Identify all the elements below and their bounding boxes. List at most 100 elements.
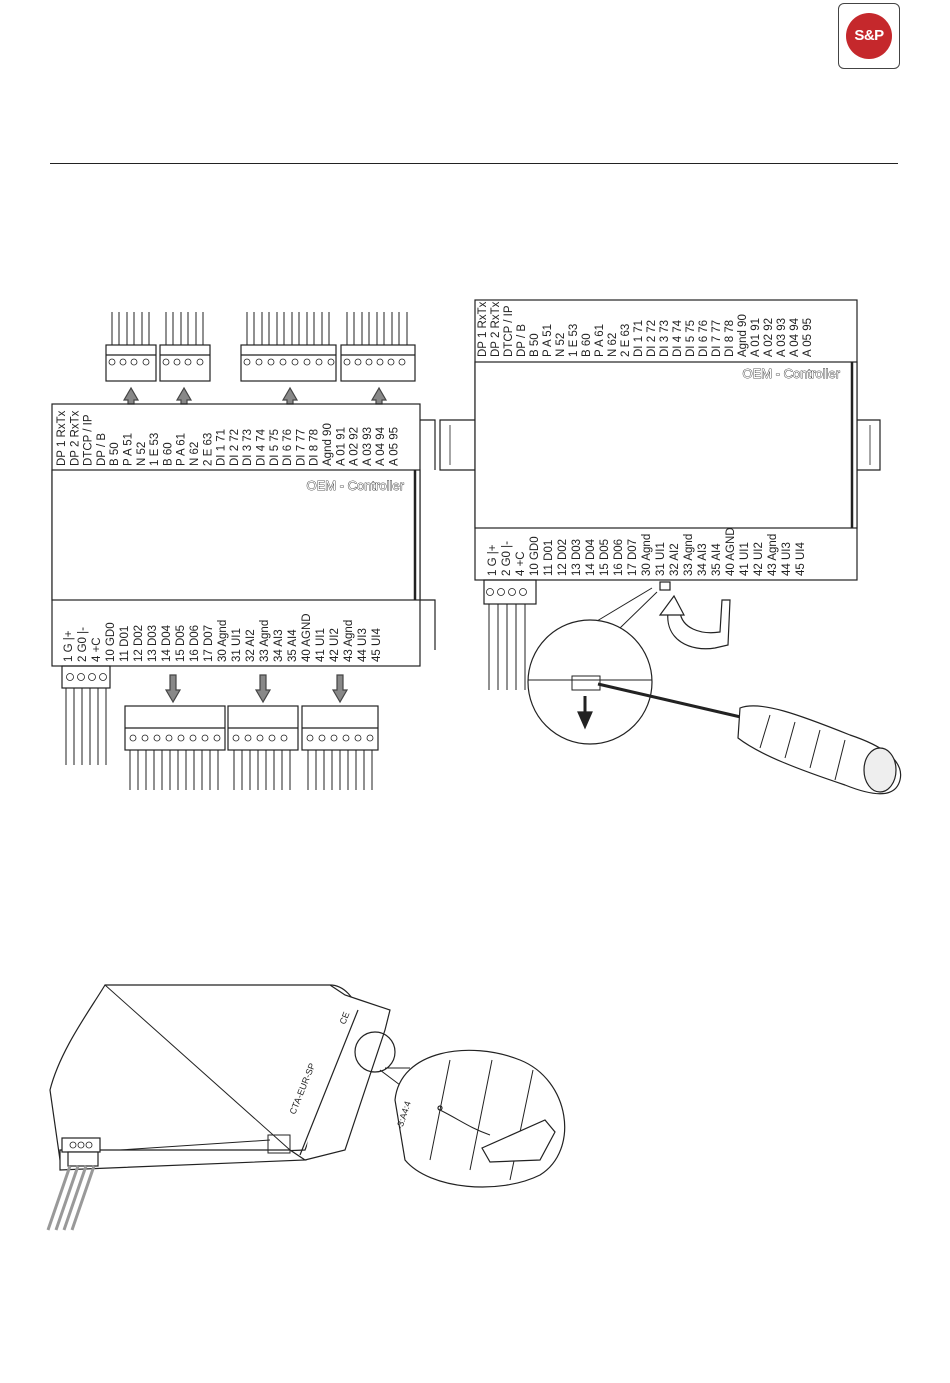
terminal-label: DI 3 73 bbox=[659, 320, 671, 357]
left-top-arrows bbox=[122, 386, 388, 405]
terminal-label: DTCP / IP bbox=[503, 305, 515, 357]
left-top-wires bbox=[111, 312, 408, 345]
terminal-label: 30 Agnd bbox=[641, 534, 653, 576]
terminal-label: 33 Agnd bbox=[683, 534, 695, 576]
left-bottom-connectors bbox=[124, 705, 379, 751]
terminal-label: 41 UI1 bbox=[315, 628, 327, 662]
terminal-label: DP 2 RxTx bbox=[490, 301, 502, 357]
terminal-label: 15 D05 bbox=[175, 625, 187, 662]
terminal-label: DI 4 74 bbox=[672, 319, 684, 357]
terminal-label: Agnd 90 bbox=[322, 423, 334, 466]
terminal-label: 11 D01 bbox=[543, 540, 555, 576]
terminal-label: 32 AI2 bbox=[669, 543, 681, 576]
terminal-label: 32 AI2 bbox=[245, 629, 257, 662]
terminal-label: B 60 bbox=[581, 333, 593, 357]
sp-logo-badge: S&P bbox=[846, 13, 892, 59]
terminal-label: DI 1 71 bbox=[633, 320, 645, 357]
terminal-label: 11 D01 bbox=[119, 626, 131, 662]
terminal-label: A 03 93 bbox=[362, 427, 374, 466]
left-oem-label: OEM - Controller bbox=[306, 478, 404, 493]
terminal-label: P A 61 bbox=[594, 324, 606, 357]
terminal-label: 43 Agnd bbox=[343, 620, 355, 662]
terminal-label: 14 D04 bbox=[161, 624, 173, 662]
terminal-label: 4 +C bbox=[91, 637, 103, 662]
terminal-label: 10 GD0 bbox=[529, 536, 541, 576]
terminal-label: 1 G |+ bbox=[63, 630, 75, 662]
terminal-label: 42 UI2 bbox=[753, 542, 765, 576]
terminal-label: DI 8 78 bbox=[309, 429, 321, 466]
terminal-label: N 52 bbox=[136, 442, 148, 466]
terminal-label: B 50 bbox=[109, 442, 121, 466]
terminal-label: 4 +C bbox=[515, 551, 527, 576]
terminal-label: P A 51 bbox=[542, 324, 554, 357]
terminal-label: A 01 91 bbox=[750, 318, 762, 357]
right-controller bbox=[439, 299, 902, 795]
ce-mark: CE bbox=[338, 1010, 352, 1025]
left-bottom-wires bbox=[129, 750, 373, 790]
terminal-label: DI 4 74 bbox=[256, 428, 268, 466]
terminal-label: 17 D07 bbox=[203, 625, 215, 662]
terminal-label: DI 2 72 bbox=[229, 429, 241, 466]
terminal-label: DI 3 73 bbox=[242, 429, 254, 466]
terminal-label: 10 GD0 bbox=[105, 622, 117, 662]
left-controller-front bbox=[51, 469, 421, 601]
right-oem-label: OEM - Controller bbox=[742, 366, 840, 381]
sp-logo: S&P bbox=[838, 3, 900, 69]
left-controller bbox=[51, 312, 436, 790]
terminal-label: 45 UI4 bbox=[795, 542, 807, 576]
terminal-label: A 05 95 bbox=[389, 427, 401, 466]
terminal-label: 16 D06 bbox=[189, 625, 201, 662]
terminal-label: DI 5 75 bbox=[685, 320, 697, 357]
terminal-label: A 01 91 bbox=[335, 427, 347, 466]
terminal-label: 14 D04 bbox=[585, 538, 597, 576]
terminal-label: DI 6 76 bbox=[698, 320, 710, 357]
terminal-label: 16 D06 bbox=[613, 539, 625, 576]
terminal-label: 17 D07 bbox=[627, 539, 639, 576]
terminal-label: 2 E 63 bbox=[620, 324, 632, 357]
left-power-connector bbox=[61, 665, 111, 765]
terminal-label: 43 Agnd bbox=[767, 534, 779, 576]
terminal-label: DI 2 72 bbox=[646, 320, 658, 357]
terminal-label: B 60 bbox=[162, 442, 174, 466]
terminal-label: 15 D05 bbox=[599, 539, 611, 576]
terminal-label: 2 G0 |- bbox=[501, 541, 513, 576]
terminal-label: 12 D02 bbox=[133, 625, 145, 662]
terminal-label: DP / B bbox=[516, 324, 528, 357]
rotation-arrow bbox=[658, 594, 731, 650]
terminal-label: DP / B bbox=[96, 433, 108, 466]
terminal-label: 40 AGND bbox=[725, 527, 737, 576]
terminal-label: 13 D03 bbox=[147, 625, 159, 662]
terminal-label: 2 G0 |- bbox=[77, 627, 89, 662]
left-top-connectors bbox=[105, 344, 416, 382]
terminal-label: DI 7 77 bbox=[711, 320, 723, 357]
terminal-label: 31 UI1 bbox=[231, 628, 243, 662]
terminal-label: 1 E 53 bbox=[149, 433, 161, 466]
release-clip-slot bbox=[659, 581, 671, 591]
terminal-label: 13 D03 bbox=[571, 539, 583, 576]
terminal-label: N 62 bbox=[189, 442, 201, 466]
terminal-label: 41 UI1 bbox=[739, 542, 751, 576]
terminal-label: A 03 93 bbox=[776, 318, 788, 357]
terminal-label: 35 AI4 bbox=[287, 629, 299, 662]
terminal-label: 31 UI1 bbox=[655, 542, 667, 576]
terminal-label: P A 51 bbox=[123, 433, 135, 466]
left-bottom-arrows bbox=[164, 674, 349, 704]
terminal-label: 35 AI4 bbox=[711, 543, 723, 576]
terminal-label: DP 1 RxTx bbox=[477, 301, 489, 357]
terminal-label: A 05 95 bbox=[802, 318, 814, 357]
right-power-connector bbox=[483, 579, 537, 690]
terminal-label: A 02 92 bbox=[763, 318, 775, 357]
terminal-label: A 02 92 bbox=[349, 427, 361, 466]
connector-pins bbox=[66, 358, 527, 1149]
magnifier-callout bbox=[527, 587, 658, 745]
terminal-label: 30 Agnd bbox=[217, 620, 229, 662]
terminal-label: DP 2 RxTx bbox=[69, 410, 81, 466]
terminal-label: DI 7 77 bbox=[295, 429, 307, 466]
isometric-device bbox=[46, 984, 566, 1231]
screwdriver bbox=[597, 682, 902, 795]
terminal-label: N 52 bbox=[555, 333, 567, 357]
terminal-label: Agnd 90 bbox=[737, 314, 749, 357]
terminal-label: 12 D02 bbox=[557, 539, 569, 576]
